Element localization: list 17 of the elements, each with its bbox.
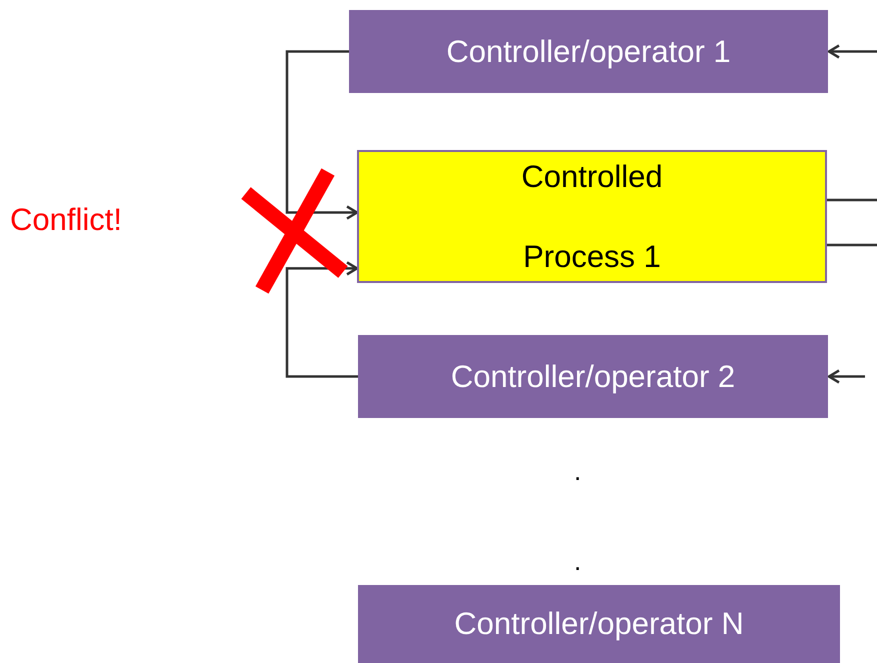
box-label: Controlled Process 1	[520, 158, 664, 276]
conflict-note: Conflict!	[10, 204, 122, 235]
process-box	[357, 150, 827, 283]
ellipsis-dot: .	[574, 458, 582, 484]
arrow	[286, 50, 358, 220]
box-label: Controller/operator 1	[446, 32, 731, 70]
arrow	[828, 44, 877, 59]
box-label: Controller/operator 2	[450, 358, 736, 396]
box-label: Controller/operator N	[454, 605, 744, 643]
arrow	[828, 369, 865, 384]
controller-box	[349, 10, 828, 93]
controller-box	[358, 585, 840, 663]
connector-line	[827, 244, 877, 246]
ellipsis-dot: .	[574, 548, 582, 574]
controller-box	[358, 335, 828, 418]
arrow	[286, 261, 358, 378]
connector-line	[827, 198, 877, 202]
